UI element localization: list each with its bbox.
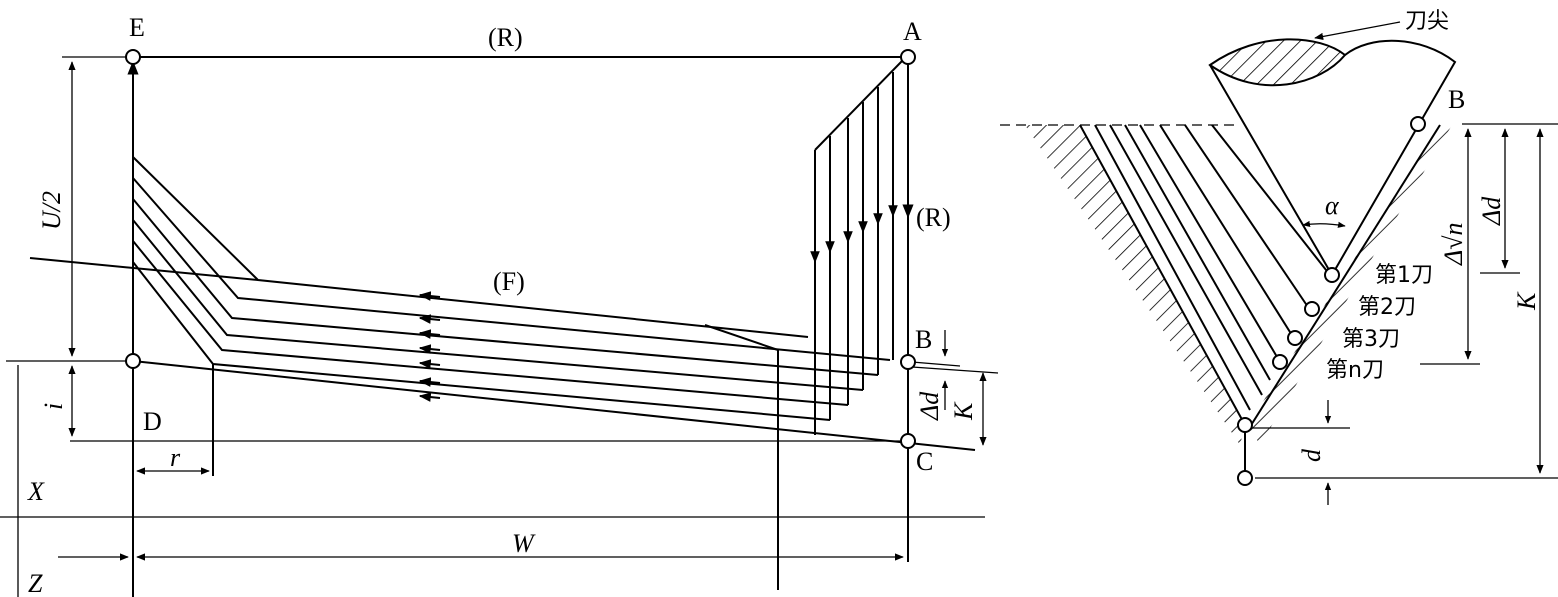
label-pass-1: 第1刀 — [1375, 263, 1433, 288]
point-d — [125, 353, 141, 369]
label-b-right: B — [1448, 85, 1465, 114]
left-flank-hatch — [1025, 125, 1245, 445]
label-pass-3: 第3刀 — [1342, 327, 1400, 352]
label-i: i — [39, 403, 68, 410]
label-delta-d: Δd — [915, 391, 944, 421]
feed-arrows — [418, 291, 441, 402]
pass-n-point — [1272, 354, 1288, 370]
tool-outline — [1209, 39, 1457, 277]
cut-paths — [29, 156, 976, 590]
label-z: Z — [28, 569, 43, 597]
alpha-arc — [1302, 220, 1346, 228]
thread-cut-lines — [1079, 124, 1441, 478]
label-r: r — [170, 443, 181, 472]
label-feed: (F) — [493, 267, 525, 296]
label-pass-2: 第2刀 — [1358, 295, 1416, 320]
point-b-right — [1410, 116, 1426, 132]
point-a — [900, 49, 916, 65]
label-tool-tip: 刀尖 — [1405, 9, 1449, 34]
label-e: E — [129, 13, 145, 42]
label-b: B — [915, 325, 932, 354]
label-k: K — [949, 401, 978, 421]
label-c: C — [916, 447, 933, 476]
point-b — [900, 354, 916, 370]
pass-3-point — [1287, 330, 1303, 346]
label-a: A — [903, 17, 922, 46]
ext-line-k-top — [911, 366, 999, 374]
bottom-point-2 — [1237, 470, 1253, 486]
label-w: W — [512, 529, 536, 558]
right-flank-hatch — [1248, 125, 1452, 445]
label-k-right: K — [1512, 291, 1541, 311]
left-cycle-diagram: E A B C D (R) (R) (F) U/2 i r Δd K W X Z — [0, 13, 999, 597]
pass-2-point — [1304, 301, 1320, 317]
label-u-half: U/2 — [37, 191, 66, 230]
point-e — [125, 49, 141, 65]
label-delta-d-right: Δd — [1477, 196, 1506, 226]
label-rapid-top: (R) — [488, 23, 523, 52]
point-c — [900, 433, 916, 449]
label-alpha: α — [1325, 191, 1340, 220]
label-delta-sqrt-n: Δ√n — [1439, 222, 1468, 266]
bottom-point-1 — [1237, 417, 1253, 433]
tool-tip-shape — [1208, 38, 1347, 87]
right-thread-diagram: 刀尖 B α Δ√n Δd K d 第1刀 第2刀 第3刀 第n刀 — [1000, 9, 1558, 505]
pass-1-point — [1324, 267, 1340, 283]
label-x: X — [27, 477, 45, 506]
label-d-right: d — [1297, 448, 1326, 462]
label-d: D — [143, 407, 162, 436]
label-pass-n: 第n刀 — [1326, 358, 1384, 383]
label-rapid-right: (R) — [916, 203, 951, 232]
infeed-lines — [810, 59, 904, 435]
ext-line-b — [911, 361, 961, 367]
tool-tip-leader — [1314, 21, 1401, 41]
